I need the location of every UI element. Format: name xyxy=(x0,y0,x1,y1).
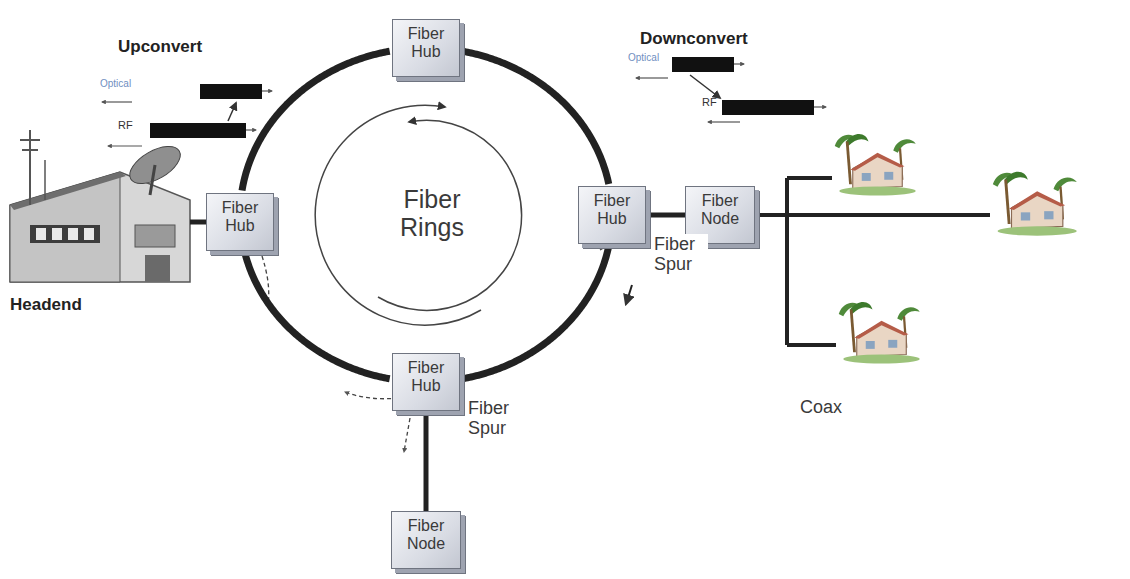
signal-name: RF xyxy=(118,119,133,131)
fiber-ring-segment xyxy=(462,51,608,184)
signal-name: Optical xyxy=(628,52,659,63)
house xyxy=(835,134,916,196)
fiber-ring-segment xyxy=(462,246,608,379)
fiber-hub: Fiber Hub xyxy=(392,353,460,411)
headend-building xyxy=(10,130,190,282)
node-text: Fiber Node xyxy=(396,517,456,552)
edge-label: Fiber Spur xyxy=(466,398,522,440)
fiber-node: Fiber Node xyxy=(391,511,461,569)
signal-name: RF xyxy=(702,96,717,108)
node-text: Fiber Hub xyxy=(397,359,455,394)
ring-direction-arrows xyxy=(315,105,521,325)
node-text: Fiber Hub xyxy=(211,199,269,234)
node-text: Fiber Node xyxy=(690,192,750,227)
node-text: Fiber Hub xyxy=(397,25,455,60)
coax-label: Coax xyxy=(800,398,842,418)
fiber-hub: Fiber Hub xyxy=(578,186,646,244)
upconvert-converter xyxy=(102,84,272,146)
headend-label: Headend xyxy=(10,296,82,315)
fiber-hub: Fiber Hub xyxy=(206,193,274,251)
ring-flow-arrows xyxy=(626,285,632,304)
edge-label: Fiber Spur xyxy=(652,234,708,276)
section-title: Downconvert xyxy=(640,30,748,49)
fiber-spur xyxy=(424,411,429,511)
fiber-hub: Fiber Hub xyxy=(392,19,460,77)
fiber-ring-segment xyxy=(242,51,390,190)
signal-name: Optical xyxy=(100,78,131,89)
house xyxy=(993,172,1077,236)
headend-link xyxy=(190,220,207,225)
house xyxy=(839,302,920,364)
fiber-spur xyxy=(646,213,685,218)
coax-cable xyxy=(754,178,990,345)
downconvert-converter xyxy=(636,57,826,122)
ring-title: Fiber Rings xyxy=(392,186,472,241)
fiber-ring-segment xyxy=(245,252,390,378)
section-title: Upconvert xyxy=(118,38,202,57)
node-text: Fiber Hub xyxy=(583,192,641,227)
